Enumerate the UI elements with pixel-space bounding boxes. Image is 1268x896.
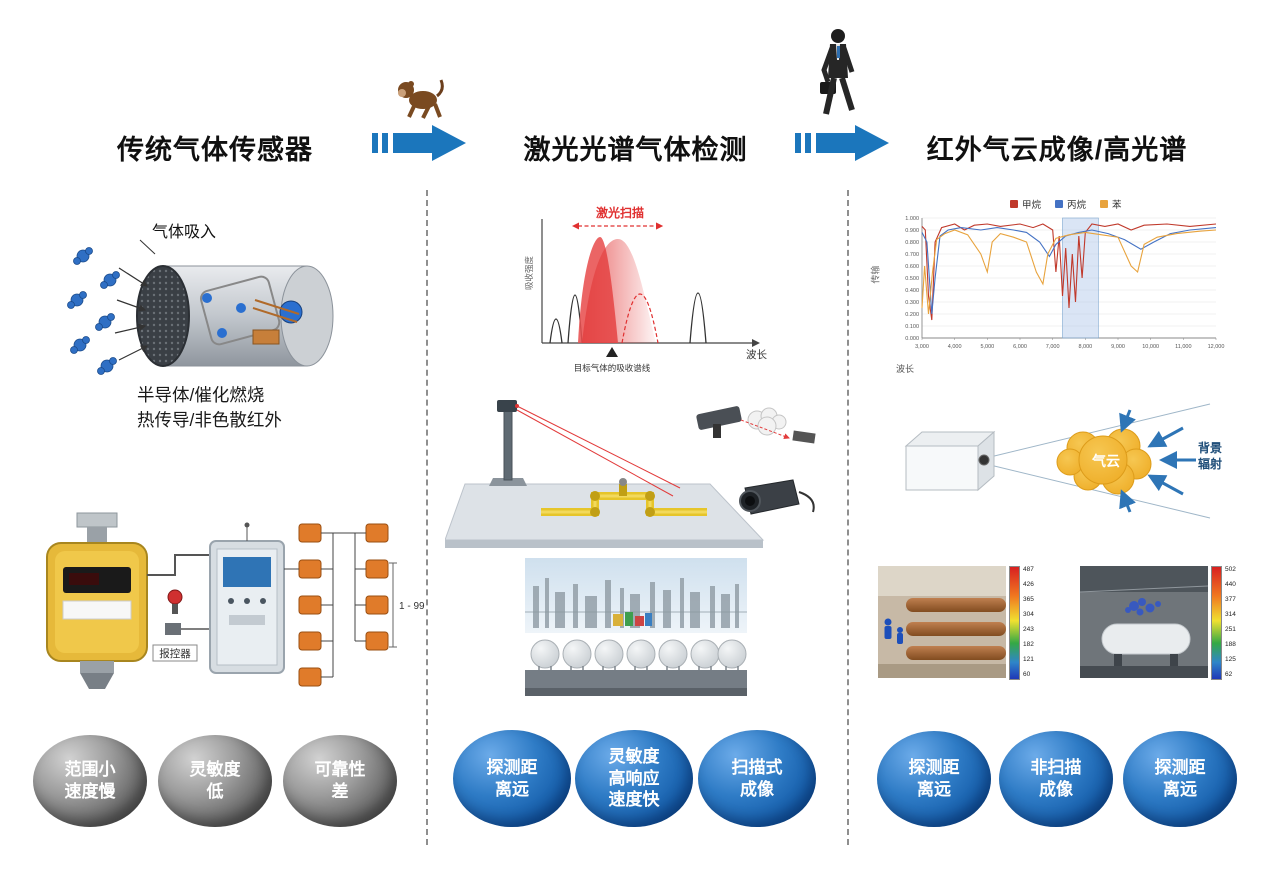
thermal-photo-tank	[1080, 566, 1208, 678]
gas-molecules	[67, 247, 120, 375]
wavelength-axis-label-mid: 波长	[746, 348, 767, 361]
y-tick-label: 0.100	[905, 324, 919, 330]
series-甲烷	[921, 223, 1217, 321]
badge-long-detection-distance-ir-2: 探测距 离远	[1123, 731, 1237, 827]
legend-item-methane: 甲烷	[1010, 197, 1041, 211]
x-tick-label: 8,000	[1078, 344, 1092, 350]
transmission-axis-label: 传输	[870, 265, 881, 284]
y-tick-label: 0.200	[905, 312, 919, 318]
spectrum-legend: 甲烷 丙烷 苯	[1010, 197, 1122, 211]
absorption-axis-label: 吸收强度	[524, 255, 534, 290]
x-tick-label: 3,000	[915, 344, 929, 350]
absorption-spectrum-chart: 激光扫描 目标气体的吸收谱线 波长 吸收强度	[524, 205, 767, 373]
column-title-traditional: 传统气体传感器	[117, 135, 313, 165]
gas-cloud-label: 气云	[1091, 453, 1120, 469]
walking-person-icon	[820, 29, 855, 115]
gas-sensor-illustration	[67, 239, 334, 375]
y-tick-label: 0.600	[905, 264, 919, 270]
storage-spheres	[530, 639, 747, 674]
gas-cloud-illustration: 气云	[904, 403, 1211, 519]
thermal-colorbar-left	[1009, 566, 1020, 680]
x-tick-label: 9,000	[1111, 344, 1125, 350]
monkey-icon	[398, 79, 444, 119]
badge-long-detection-distance-laser: 探测距 离远	[453, 730, 571, 827]
y-tick-label: 0.300	[905, 300, 919, 306]
gas-intake-label: 气体吸入	[152, 224, 217, 241]
methane-color-chip	[1010, 200, 1018, 208]
background-radiation-arrows	[1119, 409, 1196, 513]
background-radiation-label: 背景辐射	[1198, 441, 1223, 472]
detection-band	[1062, 217, 1099, 339]
propane-color-chip	[1055, 200, 1064, 208]
x-tick-label: 7,000	[1046, 344, 1060, 350]
y-tick-label: 0.000	[905, 336, 919, 342]
gas-cloud	[1056, 428, 1152, 495]
thermal-colorbar-right	[1211, 566, 1222, 680]
x-tick-label: 11,000	[1175, 344, 1191, 350]
gas-plume	[747, 407, 787, 436]
tank	[1101, 623, 1191, 655]
badge-non-scanning-imaging: 非扫描 成像	[999, 731, 1113, 827]
y-tick-label: 0.800	[905, 240, 919, 246]
y-tick-label: 0.900	[905, 228, 919, 234]
refinery-photo	[525, 558, 747, 696]
sensor-principles-text: 半导体/催化燃烧 热传导/非色散红外	[137, 383, 282, 434]
series-苯	[921, 229, 1217, 315]
flow-arrow-icon-2	[795, 125, 889, 161]
benzene-color-chip	[1100, 200, 1109, 208]
refinery-towers	[533, 578, 739, 628]
gas-leak-blobs	[1125, 598, 1161, 616]
x-tick-label: 10,000	[1142, 344, 1159, 350]
y-tick-label: 1.000	[905, 216, 919, 222]
laser-scan-title: 激光扫描	[596, 205, 644, 220]
badge-long-detection-distance-ir: 探测距 离远	[877, 731, 991, 827]
sensor-principle-line-2: 热传导/非色散红外	[137, 410, 282, 431]
legend-item-propane: 丙烷	[1055, 197, 1086, 211]
badge-limited-range: 范围小 速度慢	[33, 735, 147, 827]
detector-range-label: 1 - 99	[399, 601, 425, 612]
column-title-laser: 激光光谱气体检测	[523, 135, 748, 165]
flow-arrow-icon-1	[372, 125, 466, 161]
thermal-photo-pipes	[878, 566, 1006, 678]
wavelength-axis-label-right: 波长	[896, 364, 915, 374]
detector-wiring-illustration: 报控器 1 - 99	[46, 512, 425, 689]
target-gas-note: 目标气体的吸收谱线	[574, 363, 651, 373]
x-tick-label: 5,000	[980, 344, 994, 350]
laser-pipeline-illustration	[445, 400, 816, 548]
legend-item-benzene: 苯	[1100, 197, 1122, 211]
badge-poor-reliability: 可靠性 差	[283, 735, 397, 827]
laser-beam	[516, 405, 681, 489]
badge-scanning-imaging: 扫描式 成像	[698, 730, 816, 827]
transmission-spectrum-chart: 1.000 0.900 0.800 0.700 0.600 0.500 0.400 0.300…	[905, 216, 1225, 350]
badge-low-sensitivity: 灵敏度 低	[158, 735, 272, 827]
addressable-detectors	[298, 523, 389, 687]
badge-high-sensitivity-fast-response: 灵敏度 高响应 速度快	[575, 730, 693, 827]
sensor-principle-line-1: 半导体/催化燃烧	[137, 385, 265, 405]
y-tick-label: 0.700	[905, 252, 919, 258]
y-tick-label: 0.400	[905, 288, 919, 294]
controller-label: 报控器	[159, 647, 191, 660]
x-tick-label: 12,000	[1208, 344, 1225, 350]
column-divider-2	[847, 190, 849, 845]
y-tick-label: 0.500	[905, 276, 919, 282]
column-divider-1	[426, 190, 428, 845]
column-title-infrared: 红外气云成像/高光谱	[926, 135, 1188, 165]
x-tick-label: 4,000	[948, 344, 962, 350]
worker-figures	[884, 618, 903, 644]
x-tick-label: 6,000	[1013, 344, 1027, 350]
